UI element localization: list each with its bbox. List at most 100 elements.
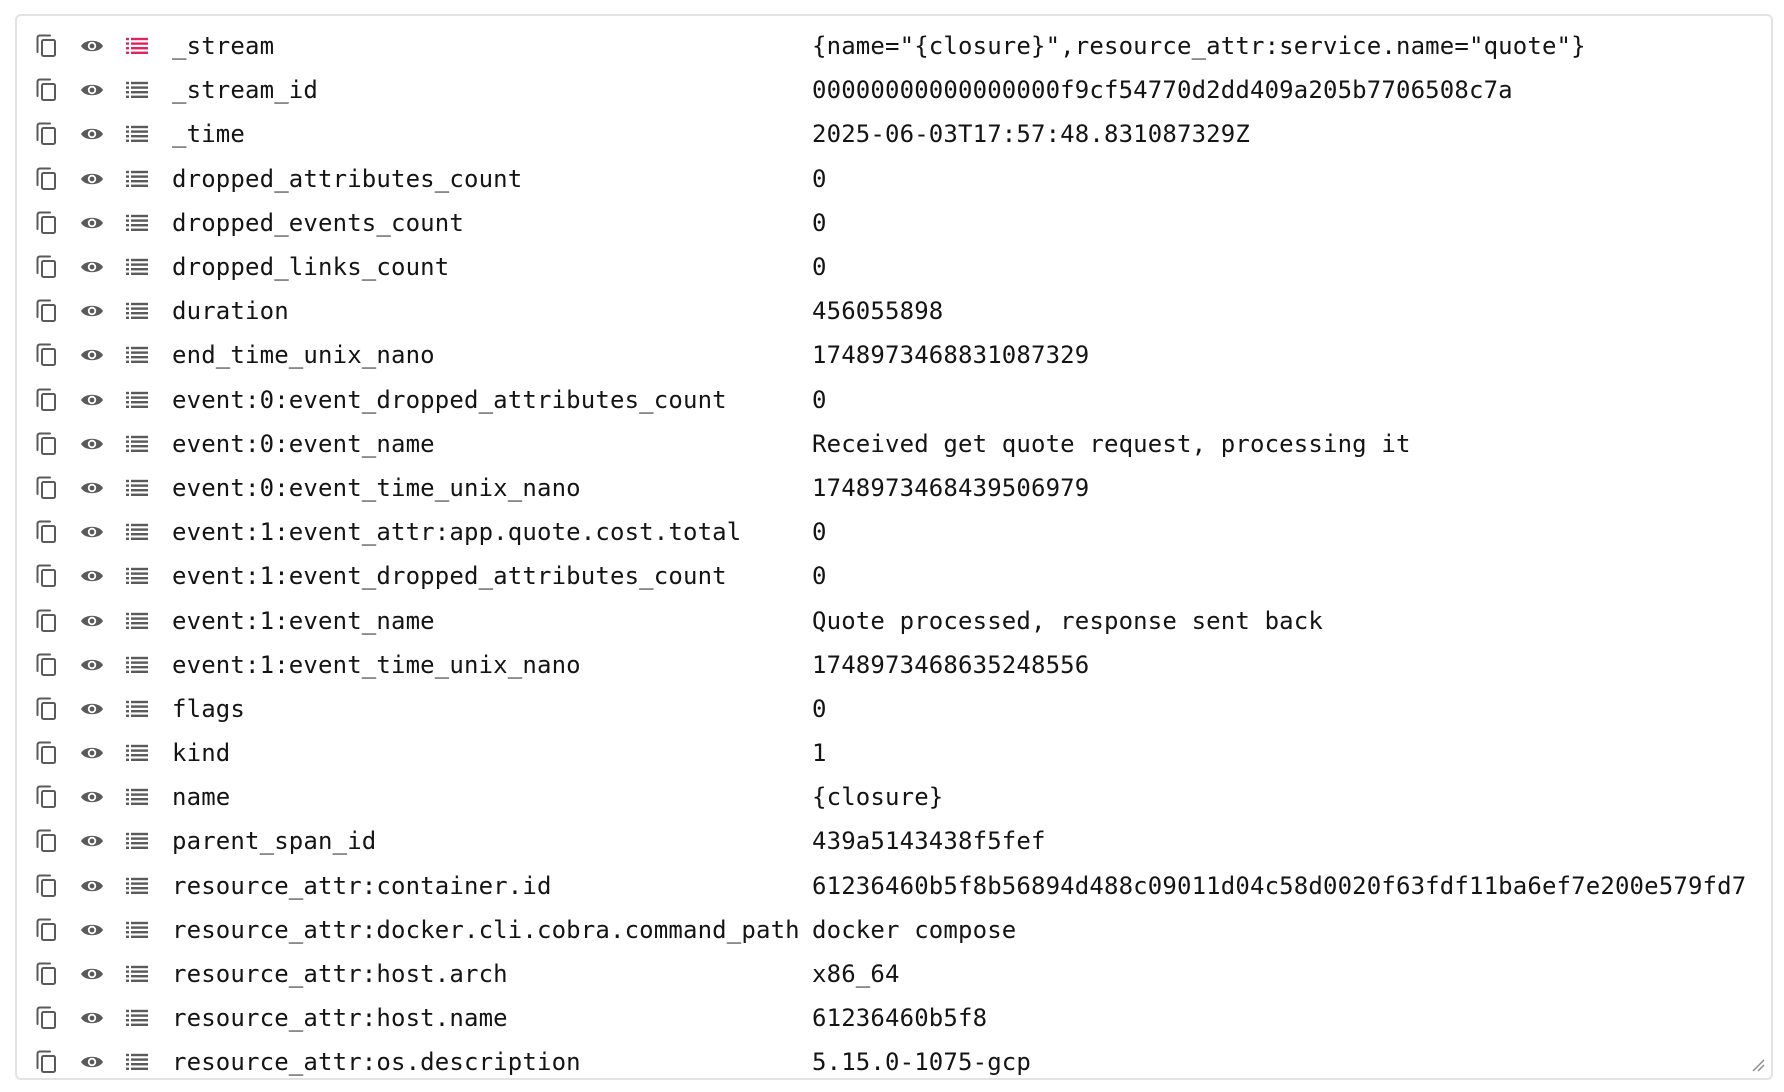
field-value: docker compose — [812, 915, 1017, 944]
copy-icon[interactable] — [33, 562, 61, 590]
field-value: 0 — [812, 208, 827, 237]
lines-icon[interactable] — [123, 872, 151, 900]
eye-icon[interactable] — [78, 474, 106, 502]
lines-icon[interactable] — [123, 916, 151, 944]
eye-icon[interactable] — [78, 518, 106, 546]
eye-icon[interactable] — [78, 916, 106, 944]
eye-icon[interactable] — [78, 1004, 106, 1032]
field-key: dropped_attributes_count — [172, 164, 523, 193]
lines-icon[interactable] — [123, 386, 151, 414]
lines-icon[interactable] — [123, 32, 151, 60]
copy-icon[interactable] — [33, 518, 61, 546]
field-value: 1748973468635248556 — [812, 650, 1090, 679]
resize-handle-icon[interactable] — [1751, 1058, 1765, 1072]
lines-icon[interactable] — [123, 297, 151, 325]
eye-icon[interactable] — [78, 562, 106, 590]
copy-icon[interactable] — [33, 695, 61, 723]
eye-icon[interactable] — [78, 1048, 106, 1076]
field-value: 1 — [812, 739, 827, 768]
copy-icon[interactable] — [33, 341, 61, 369]
eye-icon[interactable] — [78, 739, 106, 767]
field-key: event:1:event_attr:app.quote.cost.total — [172, 518, 742, 547]
field-value: 1748973468831087329 — [812, 341, 1090, 370]
lines-icon[interactable] — [123, 827, 151, 855]
copy-icon[interactable] — [33, 872, 61, 900]
eye-icon[interactable] — [78, 253, 106, 281]
copy-icon[interactable] — [33, 1004, 61, 1032]
copy-icon[interactable] — [33, 474, 61, 502]
copy-icon[interactable] — [33, 739, 61, 767]
log-fields-panel: _stream {name="{closure}",resource_attr:s… — [15, 14, 1773, 1080]
lines-icon[interactable] — [123, 607, 151, 635]
field-value: 456055898 — [812, 297, 944, 326]
copy-icon[interactable] — [33, 120, 61, 148]
lines-icon[interactable] — [123, 430, 151, 458]
copy-icon[interactable] — [33, 916, 61, 944]
eye-icon[interactable] — [78, 430, 106, 458]
eye-icon[interactable] — [78, 341, 106, 369]
field-value: 61236460b5f8 — [812, 1004, 988, 1033]
copy-icon[interactable] — [33, 386, 61, 414]
eye-icon[interactable] — [78, 651, 106, 679]
eye-icon[interactable] — [78, 783, 106, 811]
lines-icon[interactable] — [123, 76, 151, 104]
lines-icon[interactable] — [123, 695, 151, 723]
lines-icon[interactable] — [123, 165, 151, 193]
copy-icon[interactable] — [33, 253, 61, 281]
eye-icon[interactable] — [78, 607, 106, 635]
eye-icon[interactable] — [78, 872, 106, 900]
eye-icon[interactable] — [78, 386, 106, 414]
copy-icon[interactable] — [33, 651, 61, 679]
copy-icon[interactable] — [33, 783, 61, 811]
eye-icon[interactable] — [78, 695, 106, 723]
lines-icon[interactable] — [123, 783, 151, 811]
copy-icon[interactable] — [33, 1048, 61, 1076]
lines-icon[interactable] — [123, 253, 151, 281]
field-key: duration — [172, 297, 289, 326]
eye-icon[interactable] — [78, 165, 106, 193]
lines-icon[interactable] — [123, 960, 151, 988]
copy-icon[interactable] — [33, 430, 61, 458]
lines-icon[interactable] — [123, 474, 151, 502]
lines-icon[interactable] — [123, 651, 151, 679]
eye-icon[interactable] — [78, 76, 106, 104]
field-value: 0 — [812, 562, 827, 591]
copy-icon[interactable] — [33, 209, 61, 237]
lines-icon[interactable] — [123, 739, 151, 767]
lines-icon[interactable] — [123, 120, 151, 148]
lines-icon[interactable] — [123, 518, 151, 546]
copy-icon[interactable] — [33, 76, 61, 104]
lines-icon[interactable] — [123, 1048, 151, 1076]
copy-icon[interactable] — [33, 165, 61, 193]
copy-icon[interactable] — [33, 960, 61, 988]
lines-icon[interactable] — [123, 1004, 151, 1032]
field-value: Received get quote request, processing i… — [812, 429, 1411, 458]
copy-icon[interactable] — [33, 297, 61, 325]
copy-icon[interactable] — [33, 827, 61, 855]
copy-icon[interactable] — [33, 607, 61, 635]
eye-icon[interactable] — [78, 827, 106, 855]
field-key: resource_attr:os.description — [172, 1048, 581, 1077]
field-value: {name="{closure}",resource_attr:service.… — [812, 32, 1586, 61]
copy-icon[interactable] — [33, 32, 61, 60]
lines-icon[interactable] — [123, 562, 151, 590]
eye-icon[interactable] — [78, 960, 106, 988]
field-value: 5.15.0-1075-gcp — [812, 1048, 1031, 1077]
field-key: _stream — [172, 32, 275, 61]
field-row: duration 456055898 — [17, 289, 1771, 333]
field-key: resource_attr:host.name — [172, 1004, 508, 1033]
eye-icon[interactable] — [78, 297, 106, 325]
eye-icon[interactable] — [78, 120, 106, 148]
eye-icon[interactable] — [78, 209, 106, 237]
field-value: 439a5143438f5fef — [812, 827, 1046, 856]
eye-icon[interactable] — [78, 32, 106, 60]
lines-icon[interactable] — [123, 341, 151, 369]
lines-icon[interactable] — [123, 209, 151, 237]
